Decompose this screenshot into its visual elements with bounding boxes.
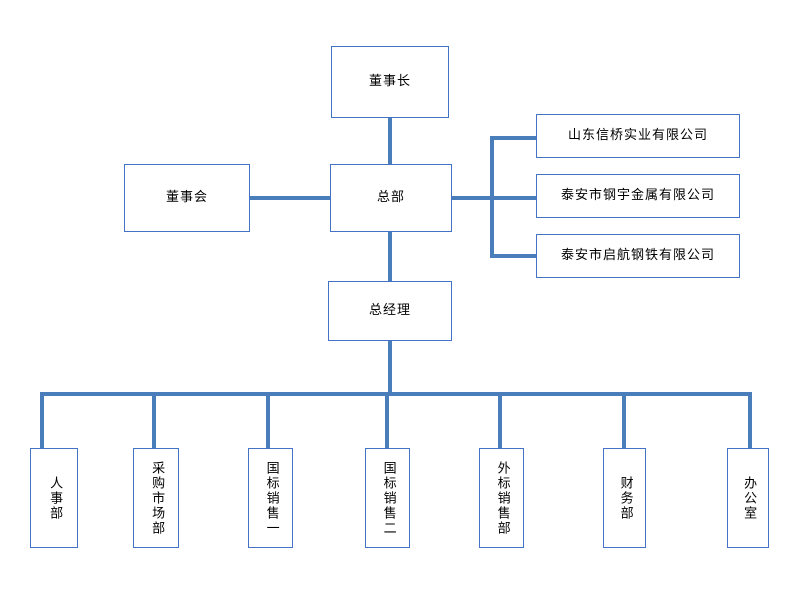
node-subsidiary-3-label: 泰安市启航钢铁有限公司: [560, 248, 715, 264]
node-department-5-label: 外标销售部: [494, 460, 510, 536]
node-department-7-label: 办公室: [741, 475, 757, 521]
node-subsidiary-2-label: 泰安市钢宇金属有限公司: [560, 188, 715, 204]
node-department-6-label: 财务部: [617, 475, 633, 521]
node-department-2[interactable]: 采购市场部: [133, 448, 179, 548]
node-department-1-label: 人事部: [47, 475, 63, 521]
node-general-manager-label: 总经理: [368, 303, 411, 319]
node-board-label: 董事会: [165, 190, 208, 206]
connector-general-manager-to-bus: [388, 340, 392, 396]
connector-department-drop-3: [266, 392, 270, 448]
node-department-1[interactable]: 人事部: [30, 448, 78, 548]
node-department-4[interactable]: 国标销售二: [365, 448, 410, 548]
node-board[interactable]: 董事会: [124, 164, 250, 232]
connector-department-drop-6: [622, 392, 626, 448]
node-department-5[interactable]: 外标销售部: [479, 448, 524, 548]
node-subsidiary-2[interactable]: 泰安市钢宇金属有限公司: [536, 174, 740, 218]
node-subsidiary-1-label: 山东信桥实业有限公司: [567, 128, 708, 144]
connector-department-drop-7: [748, 392, 752, 448]
node-chairman[interactable]: 董事长: [331, 46, 449, 118]
connector-chairman-to-headquarters: [388, 118, 392, 166]
node-department-3[interactable]: 国标销售一: [248, 448, 293, 548]
connector-subsidiary-branch-3: [490, 254, 538, 258]
node-headquarters-label: 总部: [376, 190, 405, 206]
node-department-2-label: 采购市场部: [149, 460, 165, 536]
node-headquarters[interactable]: 总部: [330, 164, 452, 232]
node-department-7[interactable]: 办公室: [727, 448, 769, 548]
connector-department-drop-1: [40, 392, 44, 448]
connector-board-to-headquarters: [249, 196, 331, 200]
node-subsidiary-3[interactable]: 泰安市启航钢铁有限公司: [536, 234, 740, 278]
connector-headquarters-to-subsidiary-trunk: [451, 196, 494, 200]
connector-department-bus: [40, 392, 752, 396]
connector-subsidiary-branch-1: [490, 136, 538, 140]
connector-department-drop-2: [152, 392, 156, 448]
node-department-4-label: 国标销售二: [380, 460, 396, 536]
node-chairman-label: 董事长: [368, 74, 411, 90]
node-subsidiary-1[interactable]: 山东信桥实业有限公司: [536, 114, 740, 158]
connector-subsidiary-branch-2: [490, 196, 538, 200]
node-general-manager[interactable]: 总经理: [328, 281, 452, 341]
connector-department-drop-4: [385, 392, 389, 448]
node-department-3-label: 国标销售一: [263, 460, 279, 536]
node-department-6[interactable]: 财务部: [603, 448, 646, 548]
connector-headquarters-to-general-manager: [388, 230, 392, 281]
connector-department-drop-5: [498, 392, 502, 448]
